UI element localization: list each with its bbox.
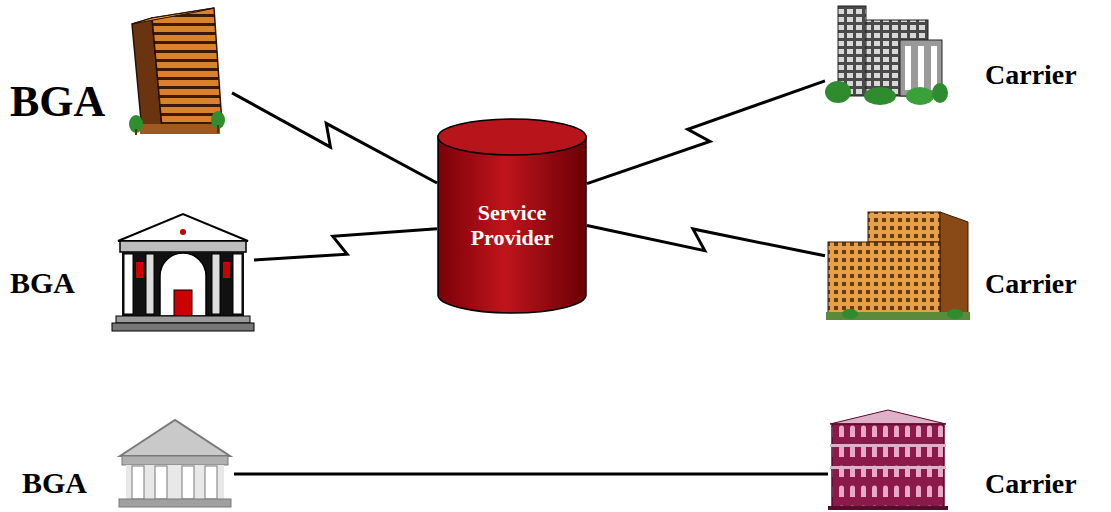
site-label: Carrier xyxy=(985,269,1077,300)
bga-site: BGA xyxy=(8,212,254,334)
site-label: BGA xyxy=(10,266,75,299)
carrier-site: Carrier xyxy=(825,5,1105,107)
node-label: Service Provider xyxy=(455,200,569,251)
temple-building xyxy=(119,420,231,507)
lightning-link xyxy=(587,81,825,184)
site-label: Carrier xyxy=(985,469,1077,500)
brick-building xyxy=(828,410,948,510)
hotel-building xyxy=(826,212,970,320)
carrier-site: Carrier xyxy=(825,208,1105,322)
site-label: BGA xyxy=(10,78,105,126)
bga-site: BGA xyxy=(8,5,232,137)
site-label: BGA xyxy=(22,466,87,499)
carrier-site: Carrier xyxy=(828,408,1108,512)
service-provider-cylinder: Service Provider xyxy=(437,118,587,314)
office-building xyxy=(825,6,948,105)
bank-building xyxy=(112,214,254,331)
direct-link xyxy=(234,473,828,476)
office-tower xyxy=(129,8,225,135)
lightning-link xyxy=(254,229,437,260)
site-label: Carrier xyxy=(985,60,1077,91)
lightning-link xyxy=(232,93,437,183)
bga-site: BGA xyxy=(18,418,234,510)
lightning-link xyxy=(587,226,825,256)
